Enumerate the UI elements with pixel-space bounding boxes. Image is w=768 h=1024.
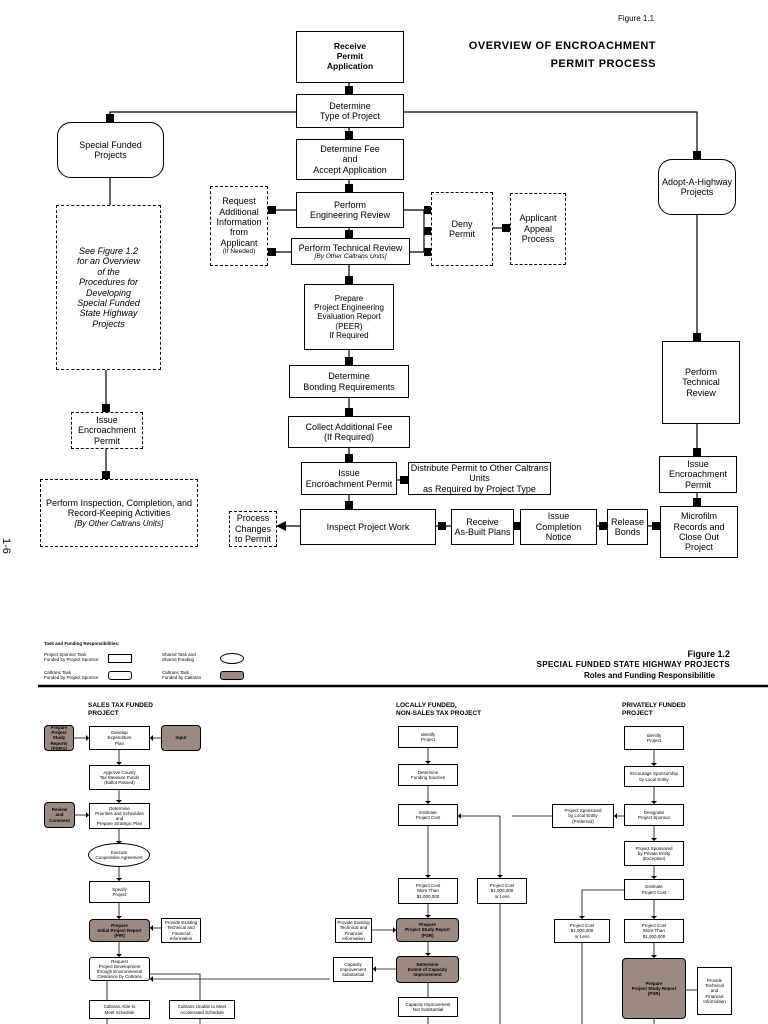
figure-1-2-title-line2: Roles and Funding Responsibilitie	[584, 671, 716, 680]
process-changes-box: Process Changes to Permit	[229, 511, 277, 547]
estimate-cost-local-box: Estimate Project Cost	[398, 804, 458, 826]
estimate-cost-private-box: Estimate Project Cost	[624, 879, 684, 900]
technical-review-text: Perform Technical Review	[298, 242, 403, 253]
technical-review-box: Perform Technical Review [By Other Caltr…	[291, 238, 410, 265]
figure-1-2-title-line1: SPECIAL FUNDED STATE HIGHWAY PROJECTS	[536, 660, 730, 669]
inspection-note: [By Other Caltrans Units]	[74, 518, 164, 528]
as-built-plans-box: Receive As-Built Plans	[451, 509, 514, 545]
cost-less-local-box: Project Cost $1,000,000 or Less	[477, 878, 527, 904]
figure-1-1-title-line1: OVERVIEW OF ENCROACHMENT	[468, 40, 656, 52]
collect-fee-box: Collect Additional Fee (If Required)	[288, 416, 410, 448]
cost-more-local-box: Project Cost More Than $1,000,000	[398, 878, 458, 904]
develop-expenditure-plan-box: Develop Expenditure Plan	[89, 726, 150, 750]
provide-info-2-box: Provide Existing Technical and Financial…	[335, 918, 372, 943]
adopt-technical-review-box: Perform Technical Review	[662, 341, 740, 424]
special-funded-projects-box: Special Funded Projects	[57, 122, 164, 178]
approve-funds-box: Approve County Tax Measure Funds (Ballot…	[89, 765, 150, 790]
microfilm-box: Microfilm Records and Close Out Project	[660, 506, 738, 558]
issue-permit-center-box: Issue Encroachment Permit	[301, 462, 397, 495]
issue-permit-left-box: Issue Encroachment Permit	[71, 412, 143, 449]
release-bonds-box: Release Bonds	[607, 509, 648, 545]
legend-caltrans-sponsor-label: Caltrans Task Funded by Project Sponsor	[44, 670, 99, 681]
encourage-sponsorship-box: Encourage Sponsorship by Local Entity	[624, 766, 684, 787]
legend-caltrans-task-label: Caltrans Task Funded by Caltrans	[162, 670, 202, 681]
peer-box: Prepare Project Engineering Evaluation R…	[304, 284, 394, 350]
inspection-box: Perform Inspection, Completion, and Reco…	[40, 479, 198, 547]
review-comment-box: Review and Comment	[44, 802, 75, 828]
identify-project-private-box: Identify Project	[624, 726, 684, 750]
completion-notice-box: Issue Completion Notice	[520, 509, 597, 545]
deny-permit-box: Deny Permit	[431, 192, 493, 266]
identify-project-local-box: Identify Project	[398, 726, 458, 748]
cost-more-private-box: Project Cost More Than $1,000,000	[624, 919, 684, 943]
page-number: 1-6	[0, 538, 12, 554]
legend-shared-task-label: Shared Task and Shared Funding	[162, 652, 196, 663]
legend-shared-swatch	[220, 653, 244, 664]
issue-permit-right-box: Issue Encroachment Permit	[659, 456, 737, 493]
determine-extent-box: Determine Extent of Capacity Improvement	[396, 956, 459, 983]
execute-agreement-oval: Execute Cooperative Agreement	[88, 843, 150, 867]
appeal-process-box: Applicant Appeal Process	[510, 193, 566, 265]
adopt-a-highway-box: Adopt-A-Highway Projects	[658, 159, 736, 215]
determine-priorities-box: Determine Priorities and Schedules and P…	[89, 803, 150, 829]
legend-sponsor-task-label: Project Sponsor Task Funded by Project S…	[44, 652, 99, 663]
capacity-substantial-box: Capacity Improvement Substantial	[333, 957, 373, 982]
specify-project-box: Specify Project	[89, 881, 150, 903]
provide-info-1-box: Provide Existing Technical and Financial…	[161, 918, 201, 943]
sponsored-local-box: Project Sponsored by Local Entity (Prefe…	[552, 804, 614, 828]
legend-caltrans-sponsor-swatch	[108, 671, 132, 680]
provide-info-3-box: Provide Technical and Financial Informat…	[697, 967, 732, 1015]
legend-heading: Task and Funding Responsibilities:	[44, 641, 120, 646]
see-figure-1-2-box: See Figure 1.2 for an Overview of the Pr…	[56, 205, 161, 370]
legend-caltrans-task-swatch	[220, 671, 244, 680]
caltrans-able-box: Caltrans Able to Meet Schedule	[89, 1000, 150, 1019]
technical-review-note: [By Other Caltrans Units]	[314, 252, 387, 260]
determine-sources-box: Determine Funding Sources	[398, 764, 458, 786]
prepare-pir-box: Prepare Initial Project Report (PIR)	[89, 919, 150, 942]
figure-1-1-title-line2: PERMIT PROCESS	[550, 58, 656, 70]
inspection-text: Perform Inspection, Completion, and Reco…	[45, 498, 193, 519]
inspect-work-box: Inspect Project Work	[300, 509, 436, 545]
request-information-note: (If Needed)	[222, 248, 256, 256]
legend-sponsor-swatch	[108, 654, 132, 663]
request-development-box: Request Project Development through Envi…	[89, 957, 150, 981]
engineering-review-box: Perform Engineering Review	[296, 192, 404, 228]
sponsored-private-box: Project Sponsored by Private Entity (Exc…	[624, 841, 684, 866]
column-locally-funded: LOCALLY FUNDED, NON-SALES TAX PROJECT	[396, 702, 482, 718]
input-box: Input	[161, 725, 201, 751]
cost-less-private-box: Project Cost $1,000,000 or Less	[554, 919, 610, 943]
receive-permit-application-box: Receive Permit Application	[296, 31, 404, 83]
designate-sponsor-box: Designate Project Sponsor	[624, 804, 684, 826]
prepare-psr-private-box: Prepare Project Study Report (PSR)	[622, 958, 686, 1019]
column-privately-funded: PRIVATELY FUNDED PROJECT	[622, 702, 686, 718]
column-sales-tax: SALES TAX FUNDED PROJECT	[88, 702, 153, 718]
figure-1-2-label: Figure 1.2	[687, 649, 730, 659]
distribute-permit-box: Distribute Permit to Other Caltrans Unit…	[408, 462, 551, 495]
figure-1-1-label: Figure 1.1	[618, 14, 655, 23]
caltrans-unable-box: Caltrans Unable to Meet Accelerated Sche…	[169, 1000, 235, 1019]
determine-type-box: Determine Type of Project	[296, 94, 404, 128]
prepare-psr-local-box: Prepare Project Study Report (PSR)	[396, 918, 459, 942]
request-information-text: Request Additional Information from Appl…	[216, 196, 262, 248]
request-information-box: Request Additional Information from Appl…	[210, 186, 268, 266]
prepare-psrs-box: Prepare Project Study Reports (PSR's)	[44, 725, 74, 751]
capacity-not-substantial-box: Capacity Improvement Not Substantial	[398, 997, 458, 1017]
determine-fee-box: Determine Fee and Accept Application	[296, 139, 404, 180]
bonding-requirements-box: Determine Bonding Requirements	[289, 365, 409, 398]
